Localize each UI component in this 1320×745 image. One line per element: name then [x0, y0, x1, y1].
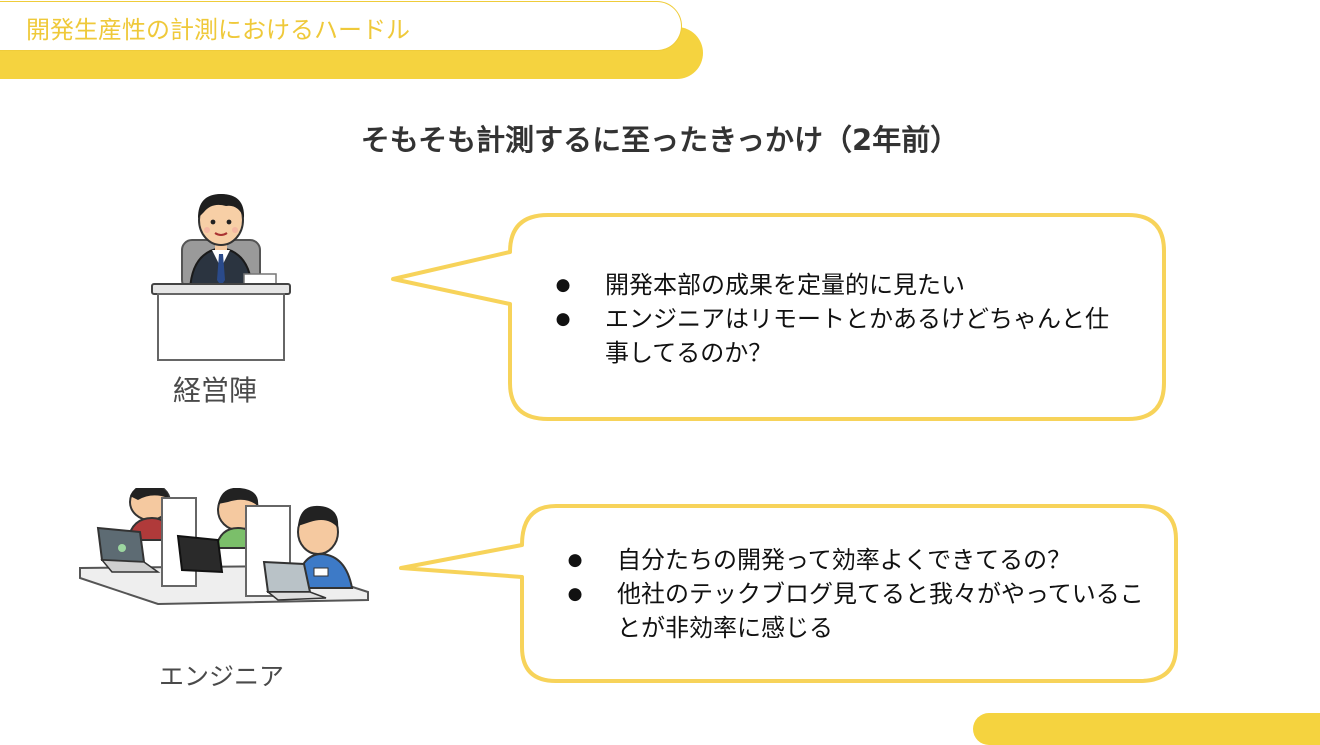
engineers-at-computers-illustration	[78, 488, 370, 618]
executive-speech-bubble	[390, 212, 1170, 424]
bullet-icon: ●	[567, 584, 583, 604]
header-title: 開発生産性の計測におけるハードル	[26, 16, 410, 44]
point-text: 開発本部の成果を定量的に見たい	[605, 271, 965, 299]
list-item: ● 自分たちの開発って効率よくできてるの？	[565, 543, 1145, 577]
businessman-at-desk-illustration	[150, 190, 292, 362]
bullet-icon: ●	[567, 550, 583, 570]
bullet-icon: ●	[555, 309, 571, 329]
header-tab	[0, 1, 682, 51]
list-item: ● 他社のテックブログ見てると我々がやっていることが非効率に感じる	[565, 577, 1145, 645]
footer-accent-bar	[973, 713, 1320, 745]
executive-points-list: ● 開発本部の成果を定量的に見たい ● エンジニアはリモートとかあるけどちゃんと仕事…	[553, 268, 1123, 370]
bullet-icon: ●	[555, 275, 571, 295]
engineer-speech-bubble	[398, 503, 1180, 685]
list-item: ● 開発本部の成果を定量的に見たい	[553, 268, 1123, 302]
engineer-points-list: ● 自分たちの開発って効率よくできてるの？ ● 他社のテックブログ見てると我々がやっ…	[565, 543, 1145, 645]
page-title: そもそも計測するに至ったきっかけ（2年前）	[360, 123, 960, 157]
engineer-label: エンジニア	[159, 662, 285, 691]
point-text: エンジニアはリモートとかあるけどちゃんと仕事してるのか？	[605, 305, 1109, 367]
executive-label: 経営陣	[173, 374, 258, 407]
point-text: 他社のテックブログ見てると我々がやっていることが非効率に感じる	[617, 580, 1144, 642]
point-text: 自分たちの開発って効率よくできてるの？	[617, 546, 1072, 574]
list-item: ● エンジニアはリモートとかあるけどちゃんと仕事してるのか？	[553, 302, 1123, 370]
